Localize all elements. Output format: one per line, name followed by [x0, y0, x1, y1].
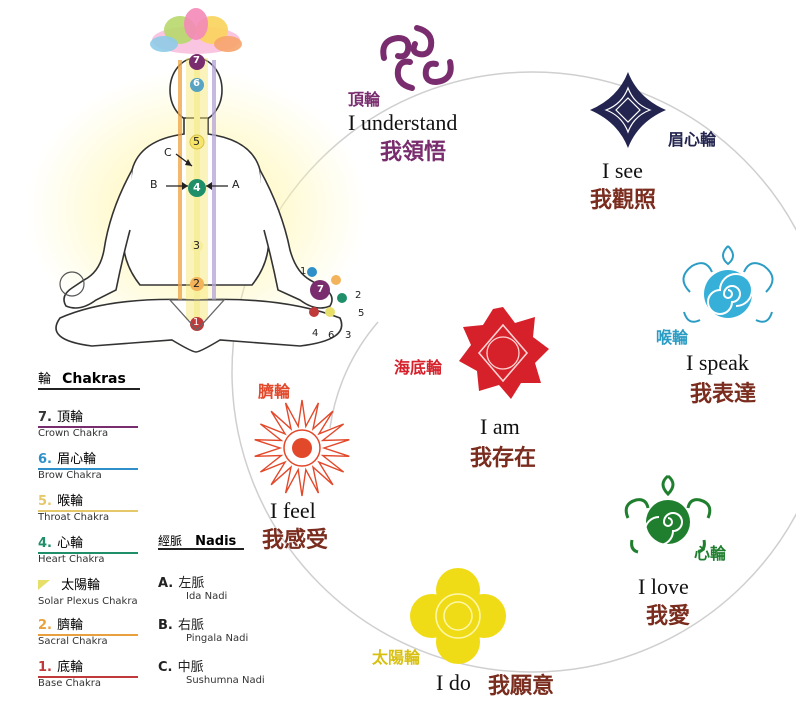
solar-swatch-icon: [38, 579, 50, 590]
brow-name: 眉心輪: [668, 130, 717, 149]
legend-line-heart: [38, 552, 138, 554]
sacral-burst-ray: [254, 399, 350, 497]
solar-name: 太陽輪: [372, 648, 421, 667]
base-chakra-symbol-icon: [459, 307, 549, 399]
meditating-figure: [26, 8, 366, 353]
nadi-item: A. 左脈 Ida Nadi: [158, 576, 228, 602]
legend-line-crown: [38, 426, 138, 428]
spine-number-3: 3: [193, 239, 200, 252]
nadi-item: C. 中脈 Sushumna Nadi: [158, 660, 265, 686]
spine-number-4: 4: [193, 181, 201, 194]
heart-en: I love: [638, 574, 689, 599]
legend-item: 5. 喉輪 Throat Chakra: [38, 490, 148, 523]
solar-en: I do: [436, 670, 471, 695]
hand-number-1: 1: [300, 266, 307, 277]
legend-line-base: [38, 676, 138, 678]
hand-number-5: 5: [358, 308, 365, 319]
nadis-title: 經脈 Nadis: [158, 534, 237, 549]
legend-title: 輪 Chakras: [38, 368, 126, 387]
sacral-chakra-symbol-icon: [254, 399, 350, 497]
legend-line-brow: [38, 468, 138, 470]
legend-item: 7. 頂輪 Crown Chakra: [38, 406, 148, 439]
throat-en: I speak: [686, 350, 749, 375]
heart-name: 心輪: [694, 544, 727, 563]
brow-en: I see: [602, 158, 643, 183]
legend-title-cn: 輪: [38, 372, 52, 387]
hand-number-2: 2: [355, 290, 362, 301]
hand-number-7: 7: [317, 284, 324, 295]
throat-cn: 我表達: [690, 382, 757, 407]
lotus-crown-icon: [150, 8, 242, 54]
legend-title-en: Chakras: [62, 371, 126, 387]
legend-item: 2. 臍輪 Sacral Chakra: [38, 614, 148, 647]
crown-name: 頂輪: [348, 90, 381, 109]
brow-cn: 我觀照: [590, 188, 657, 213]
label-c: C: [164, 146, 172, 159]
base-cn: 我存在: [470, 446, 537, 471]
sacral-cn: 我感受: [262, 528, 329, 553]
base-en: I am: [480, 414, 520, 439]
legend-item: 1. 底輪 Base Chakra: [38, 656, 148, 689]
legend-item: 太陽輪 Solar Plexus Chakra: [38, 578, 138, 607]
solar-cn: 我願意: [488, 674, 555, 699]
heart-chakra-symbol-icon: [624, 474, 712, 554]
crown-en: I understand: [348, 110, 458, 135]
throat-chakra-symbol-icon: [682, 245, 774, 323]
label-a: A: [232, 178, 240, 191]
legend-divider: [38, 388, 140, 390]
hand-number-6: 6: [328, 330, 335, 341]
spine-number-2: 2: [193, 277, 200, 290]
legend-line-sacral: [38, 634, 138, 636]
legend-item: 4. 心輪 Heart Chakra: [38, 532, 148, 565]
spine-number-5: 5: [193, 135, 200, 148]
nadi-item: B. 右脈 Pingala Nadi: [158, 618, 249, 644]
spine-number-1: 1: [193, 317, 200, 328]
legend-line-throat: [38, 510, 138, 512]
label-b: B: [150, 178, 158, 191]
legend-item: 6. 眉心輪 Brow Chakra: [38, 448, 148, 481]
heart-cn: 我愛: [646, 604, 691, 629]
sacral-name: 臍輪: [258, 382, 291, 401]
brow-chakra-symbol-icon: [590, 72, 666, 148]
throat-name: 喉輪: [656, 328, 689, 347]
nadis-divider: [158, 548, 244, 550]
spine-number-7: 7: [193, 55, 200, 66]
hand-number-3: 3: [345, 330, 352, 341]
hand-number-4: 4: [312, 328, 319, 339]
crown-chakra-symbol-icon: [380, 25, 454, 91]
crown-cn: 我領悟: [380, 140, 447, 165]
base-name: 海底輪: [394, 358, 443, 377]
sacral-en: I feel: [270, 498, 316, 523]
spine-number-6: 6: [193, 78, 200, 89]
solar-chakra-symbol-icon: [410, 568, 506, 664]
